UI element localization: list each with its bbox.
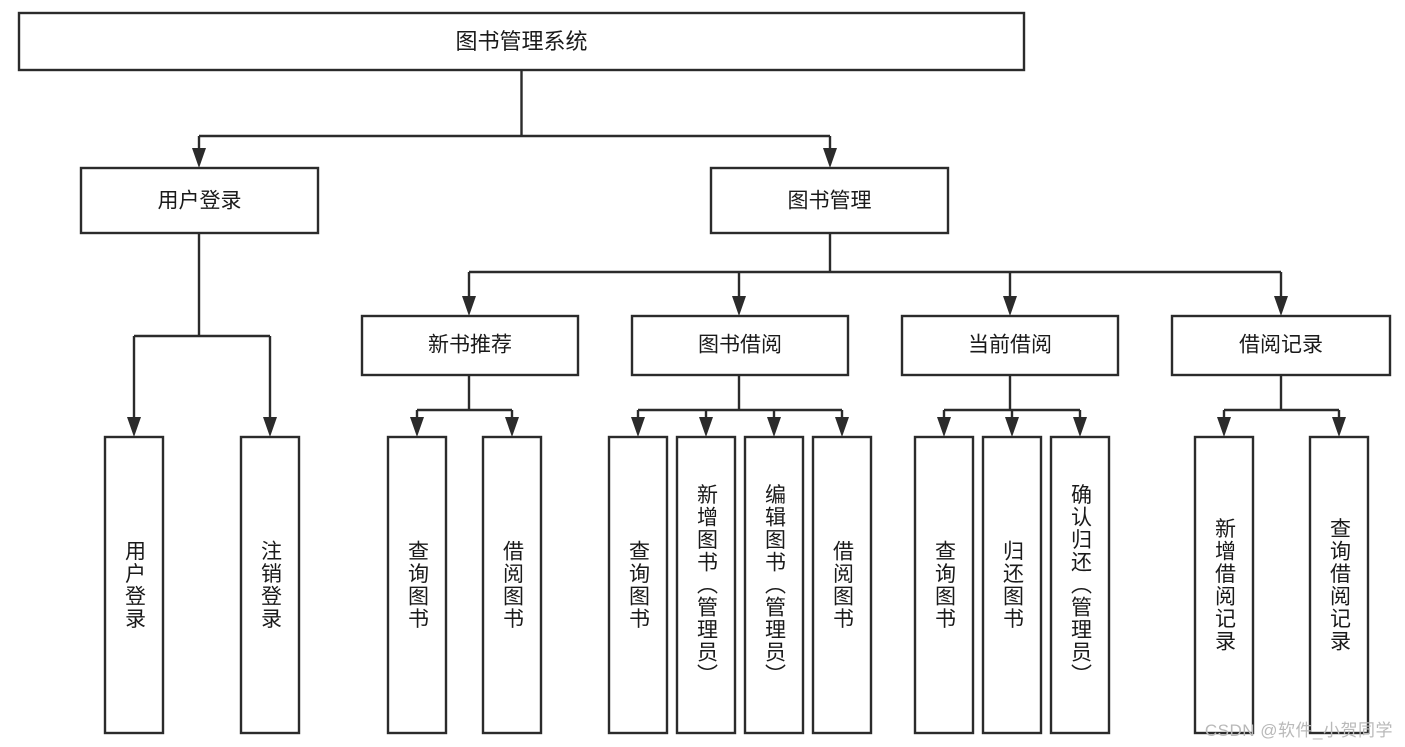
node-leaf-5-label: 查询图书 — [627, 540, 651, 630]
node-book-manage-label: 图书管理 — [788, 190, 872, 213]
node-user-login-label: 用户登录 — [158, 190, 242, 213]
node-leaf-13[interactable]: 查询借阅记录 — [1308, 435, 1370, 735]
node-leaf-7-label: 编辑图书（管理员） — [763, 484, 787, 687]
node-borrow-record-label: 借阅记录 — [1239, 334, 1323, 357]
node-leaf-2[interactable]: 注销登录 — [239, 435, 301, 735]
node-root[interactable]: 图书管理系统 — [17, 11, 1026, 72]
node-current-borrow-label: 当前借阅 — [968, 334, 1052, 357]
node-leaf-12[interactable]: 新增借阅记录 — [1193, 435, 1255, 735]
node-book-manage[interactable]: 图书管理 — [709, 166, 950, 235]
connector-borrow-record-to-leaves — [1217, 375, 1346, 437]
node-current-borrow[interactable]: 当前借阅 — [900, 314, 1120, 377]
node-leaf-6-label: 新增图书（管理员） — [695, 484, 719, 687]
node-book-borrow-label: 图书借阅 — [698, 334, 782, 357]
node-leaf-13-label: 查询借阅记录 — [1328, 518, 1352, 653]
node-leaf-12-label: 新增借阅记录 — [1213, 518, 1237, 653]
connector-root-to-level2 — [192, 70, 837, 168]
node-leaf-3[interactable]: 查询图书 — [386, 435, 448, 735]
node-leaf-9[interactable]: 查询图书 — [913, 435, 975, 735]
connector-user-login-to-leaves — [127, 233, 277, 437]
node-leaf-6[interactable]: 新增图书（管理员） — [675, 435, 737, 735]
node-leaf-8[interactable]: 借阅图书 — [811, 435, 873, 735]
node-leaf-8-label: 借阅图书 — [831, 540, 855, 630]
node-new-book-recommend-label: 新书推荐 — [428, 334, 512, 357]
node-leaf-2-label: 注销登录 — [259, 540, 283, 630]
node-leaf-9-label: 查询图书 — [933, 540, 957, 630]
node-leaf-11[interactable]: 确认归还（管理员） — [1049, 435, 1111, 735]
connector-book-borrow-to-leaves — [631, 375, 849, 437]
csdn-watermark: CSDN @软件_小贺同学 — [1204, 721, 1393, 740]
node-leaf-11-label: 确认归还（管理员） — [1069, 484, 1093, 687]
node-book-borrow[interactable]: 图书借阅 — [630, 314, 850, 377]
node-leaf-3-label: 查询图书 — [406, 540, 430, 630]
connector-book-manage-to-level3 — [462, 233, 1288, 316]
node-root-label: 图书管理系统 — [455, 29, 587, 54]
node-new-book-recommend[interactable]: 新书推荐 — [360, 314, 580, 377]
node-leaf-7[interactable]: 编辑图书（管理员） — [743, 435, 805, 735]
connector-current-borrow-to-leaves — [937, 375, 1087, 437]
node-borrow-record[interactable]: 借阅记录 — [1170, 314, 1392, 377]
node-leaf-10[interactable]: 归还图书 — [981, 435, 1043, 735]
node-user-login[interactable]: 用户登录 — [79, 166, 320, 235]
node-leaf-5[interactable]: 查询图书 — [607, 435, 669, 735]
connector-new-book-recommend-to-leaves — [410, 375, 519, 437]
node-leaf-10-label: 归还图书 — [1001, 540, 1025, 630]
node-leaf-1[interactable]: 用户登录 — [103, 435, 165, 735]
node-leaf-4[interactable]: 借阅图书 — [481, 435, 543, 735]
node-leaf-1-label: 用户登录 — [123, 540, 147, 630]
node-leaf-4-label: 借阅图书 — [501, 540, 525, 630]
